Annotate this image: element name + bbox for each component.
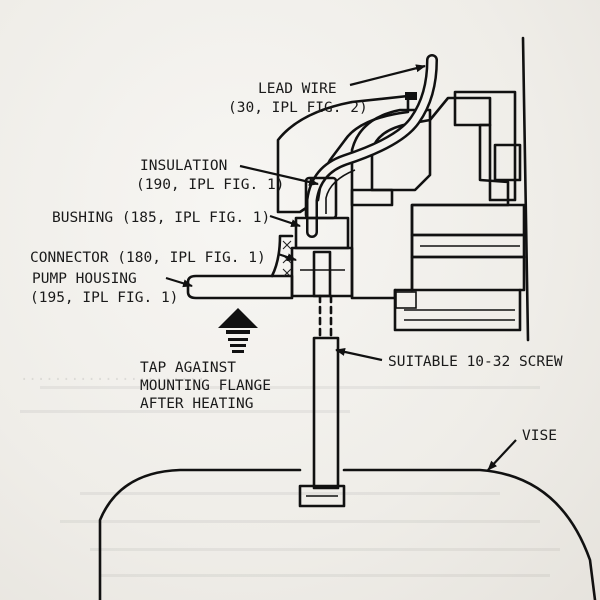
connector-leader: [277, 252, 297, 262]
pump-housing-label: PUMP HOUSING: [32, 271, 137, 287]
frame-edge-line: [521, 36, 530, 342]
vise-leader: [487, 439, 517, 471]
screw-label: SUITABLE 10-32 SCREW: [388, 354, 563, 370]
lead-wire-leader: [349, 64, 426, 87]
lead-wire-label: LEAD WIRE: [258, 81, 337, 97]
pump-housing-flange: [186, 234, 294, 300]
pump-body: [350, 90, 526, 332]
svg-text:......................: ......................: [20, 368, 205, 384]
bushing: [294, 216, 350, 250]
vise: [98, 468, 597, 600]
tap-instruction-line2: MOUNTING FLANGE: [140, 378, 271, 394]
leader-lines: [165, 64, 517, 471]
pump-housing-leader: [165, 276, 193, 288]
connector: [290, 246, 354, 298]
insulation-leader: [239, 164, 319, 186]
pump-housing-ref-label: (195, IPL FIG. 1): [30, 290, 178, 306]
connector-label: CONNECTOR (180, IPL FIG. 1): [30, 250, 266, 266]
screw-leader: [335, 348, 383, 362]
tap-instruction-line3: AFTER HEATING: [140, 396, 254, 412]
lead-wire-ref-label: (30, IPL FIG. 2): [228, 100, 368, 116]
tap-instruction-line1: TAP AGAINST: [140, 360, 236, 376]
bushing-leader: [269, 214, 301, 228]
bushing-label: BUSHING (185, IPL FIG. 1): [52, 210, 270, 226]
bleed-through-text: ......................: [20, 368, 560, 577]
insulation-ref-label: (190, IPL FIG. 1): [136, 177, 284, 193]
vise-label: VISE: [522, 428, 557, 444]
insulation-label: INSULATION: [140, 158, 227, 174]
tap-arrow-icon: [218, 308, 258, 353]
screw: [298, 294, 346, 508]
